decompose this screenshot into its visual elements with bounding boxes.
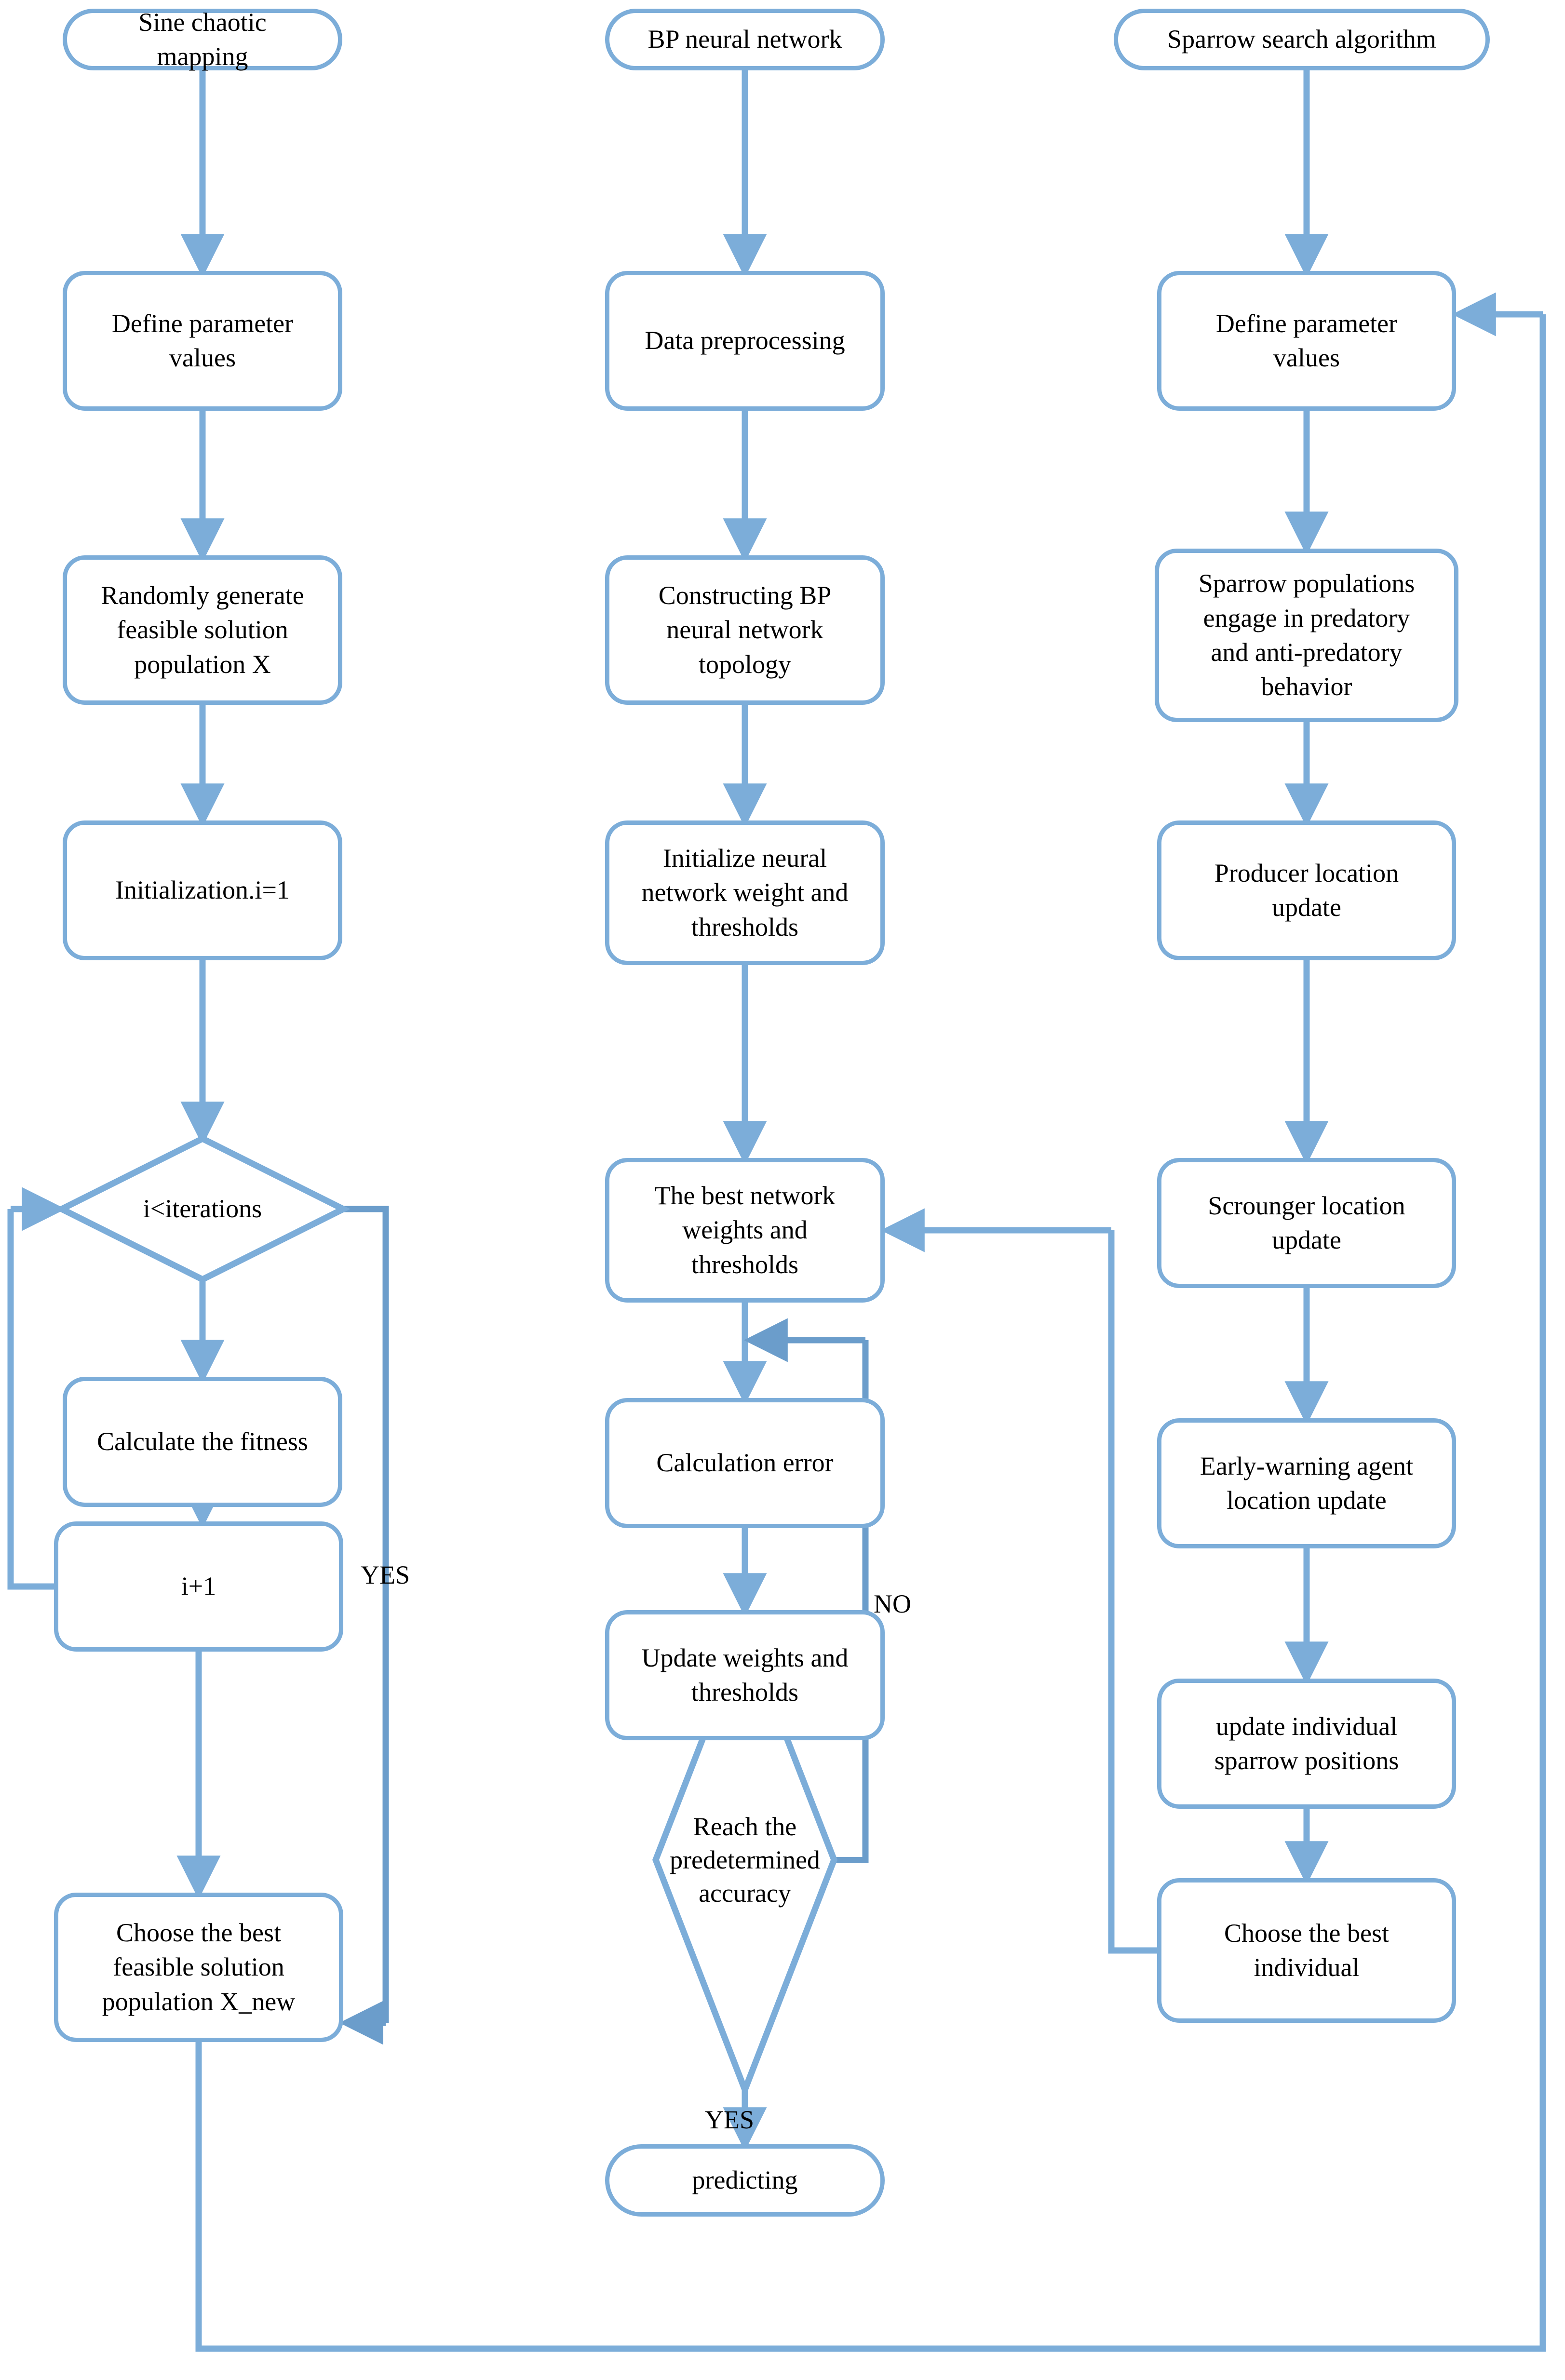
- edge-yes-branch: [343, 1206, 389, 2023]
- node-producer-location-update[interactable]: Producer location update: [1157, 820, 1456, 960]
- node-data-preprocessing[interactable]: Data preprocessing: [605, 271, 885, 411]
- node-i-lt-iterations[interactable]: i<iterations: [62, 1139, 343, 1279]
- node-label: Define parameter values: [1215, 309, 1398, 372]
- node-label: Initialize neural network weight and thr…: [641, 844, 849, 941]
- edge-label-yes-iterations: YES: [361, 1560, 410, 1589]
- node-label: Sparrow populations engage in predatory …: [1198, 569, 1415, 701]
- node-update-individual-sparrow-positions[interactable]: update individual sparrow positions: [1157, 1679, 1456, 1809]
- node-label: Calculate the fitness: [97, 1427, 308, 1456]
- node-label: Initialization.i=1: [115, 875, 290, 905]
- node-constructing-bp-topology[interactable]: Constructing BP neural network topology: [605, 555, 885, 705]
- node-predicting[interactable]: predicting: [605, 2144, 885, 2217]
- node-label: update individual sparrow positions: [1214, 1711, 1399, 1775]
- node-label: Early-warning agent location update: [1200, 1451, 1414, 1515]
- node-update-weights-thresholds[interactable]: Update weights and thresholds: [605, 1610, 885, 1740]
- node-define-parameter-values-right[interactable]: Define parameter values: [1157, 271, 1456, 411]
- edge-label-yes-accuracy: YES: [705, 2105, 755, 2134]
- node-sine-chaotic-mapping[interactable]: Sine chaotic mapping: [63, 8, 342, 71]
- node-choose-best-feasible-solution[interactable]: Choose the best feasible solution popula…: [54, 1893, 343, 2042]
- edge-chooseind-to-bestnet: [1108, 1230, 1157, 1954]
- node-label: Randomly generate feasible solution popu…: [101, 581, 304, 679]
- node-i-plus-1[interactable]: i+1: [54, 1521, 343, 1652]
- node-randomly-generate-feasible-solution[interactable]: Randomly generate feasible solution popu…: [63, 555, 342, 705]
- node-label: Constructing BP neural network topology: [658, 581, 832, 679]
- node-bp-neural-network[interactable]: BP neural network: [605, 9, 885, 70]
- node-choose-the-best-individual[interactable]: Choose the best individual: [1157, 1878, 1456, 2023]
- edge-label-no-accuracy: NO: [874, 1589, 911, 1618]
- node-label: The best network weights and thresholds: [654, 1181, 836, 1279]
- node-scrounger-location-update[interactable]: Scrounger location update: [1157, 1158, 1456, 1288]
- node-label: Update weights and thresholds: [641, 1643, 849, 1707]
- node-label: Sparrow search algorithm: [1167, 25, 1436, 54]
- node-label: Producer location update: [1214, 858, 1399, 922]
- node-left-define-parameter-values[interactable]: Define parameter values: [63, 271, 342, 411]
- node-label: i+1: [181, 1572, 216, 1601]
- node-label: Define parameter values: [111, 309, 294, 372]
- node-calculation-error[interactable]: Calculation error: [605, 1398, 885, 1528]
- node-best-network-weights-thresholds[interactable]: The best network weights and thresholds: [605, 1158, 885, 1303]
- node-sparrow-search-algorithm[interactable]: Sparrow search algorithm: [1114, 9, 1490, 70]
- node-label: predicting: [692, 2165, 798, 2195]
- node-label: Scrounger location update: [1208, 1191, 1405, 1254]
- edge-iplus1-loopback: [7, 1209, 54, 1590]
- node-label: Reach the predetermined accuracy: [670, 1812, 820, 1908]
- node-label: Choose the best feasible solution popula…: [102, 1918, 296, 2016]
- node-reach-predetermined-accuracy[interactable]: Reach the predetermined accuracy: [656, 1630, 834, 2090]
- node-label: Data preprocessing: [645, 326, 845, 355]
- node-label: i<iterations: [143, 1194, 262, 1224]
- node-label: BP neural network: [648, 25, 842, 54]
- node-label: Choose the best individual: [1224, 1918, 1389, 1982]
- node-sparrow-populations-behavior[interactable]: Sparrow populations engage in predatory …: [1155, 549, 1458, 722]
- node-early-warning-location-update[interactable]: Early-warning agent location update: [1157, 1418, 1456, 1548]
- node-initialization[interactable]: Initialization.i=1: [63, 820, 342, 960]
- node-initialize-neural-network-weights[interactable]: Initialize neural network weight and thr…: [605, 820, 885, 965]
- node-calculate-the-fitness[interactable]: Calculate the fitness: [63, 1377, 342, 1507]
- node-label: Sine chaotic mapping: [138, 7, 267, 71]
- node-label: Calculation error: [656, 1448, 834, 1478]
